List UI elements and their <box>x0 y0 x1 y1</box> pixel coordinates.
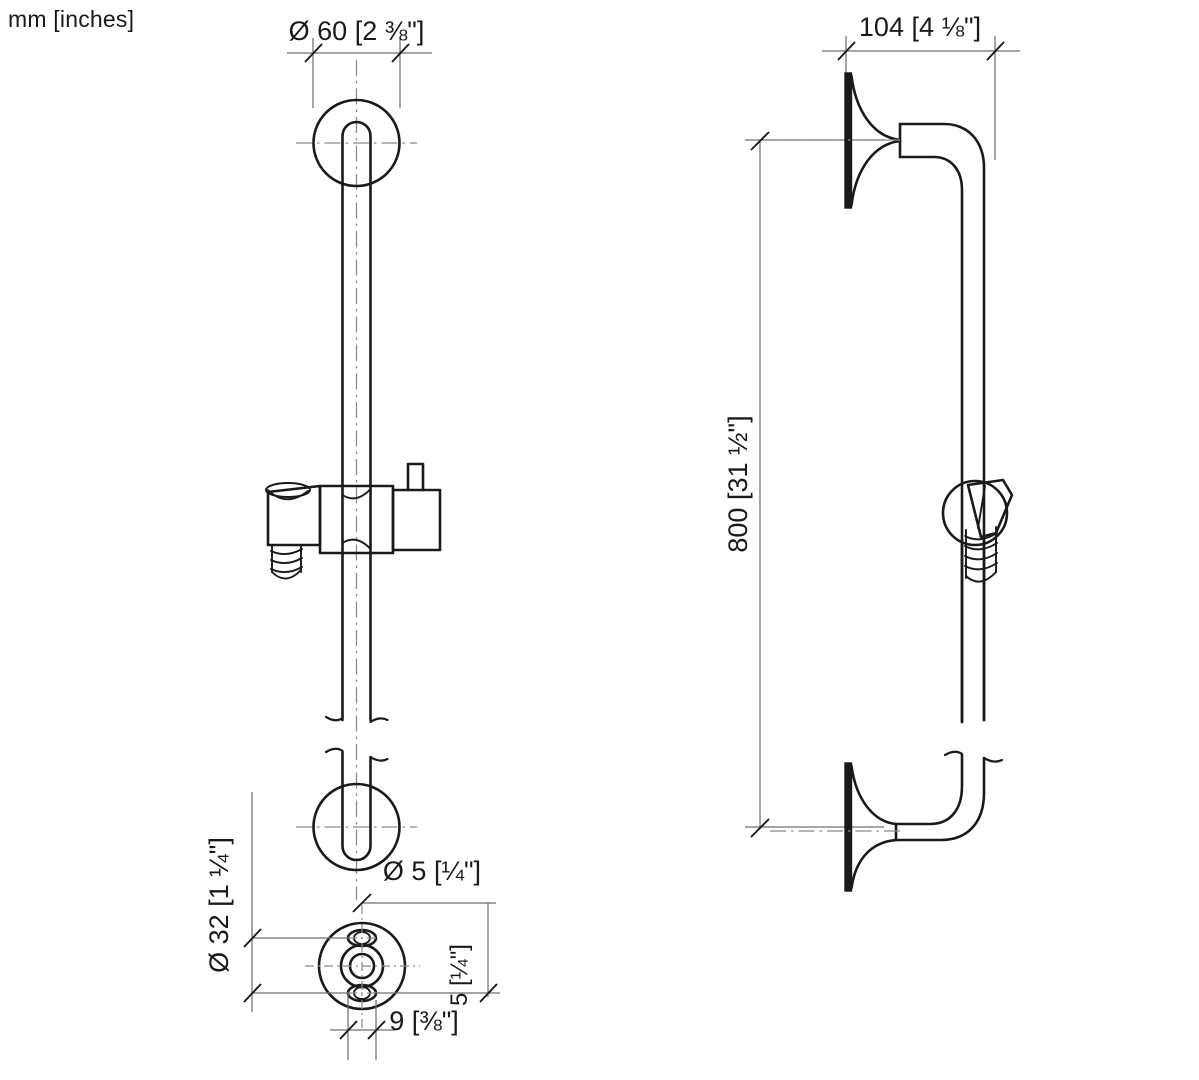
dimension-bar-length: 800 [31 ½"] <box>723 131 884 838</box>
top-escutcheon-circle <box>312 98 401 188</box>
slide-bar-upper <box>341 120 372 722</box>
side-break-right <box>982 756 1004 763</box>
dimension-label-escutcheon-diameter: Ø 60 [2 ⅜"] <box>289 16 425 46</box>
dimension-screw-hole-diameter: Ø 5 [¼"] <box>352 856 496 913</box>
unit-note-label: mm [inches] <box>8 6 135 32</box>
dimension-escutcheon-diameter: Ø 60 [2 ⅜"] <box>287 16 432 108</box>
holder-notch-bottom <box>341 538 372 550</box>
bottom-flange-upper-curve <box>850 764 898 826</box>
holder-cradle-barrel <box>266 484 322 547</box>
hand-shower-holder-side <box>941 478 1014 583</box>
holder-cradle-inner-lip <box>267 489 309 501</box>
dimension-hole-offset: 5 [¼"] <box>376 903 500 1006</box>
break-line-lower-left <box>324 747 344 754</box>
slide-bar-lower <box>341 750 372 862</box>
dimension-label-plate-diameter: Ø 32 [1 ¼"] <box>204 837 234 973</box>
bottom-flange-lower-curve <box>850 838 898 890</box>
top-elbow-outer <box>898 122 986 722</box>
holder-lever-stem <box>406 462 425 492</box>
break-line-upper-left <box>324 715 344 722</box>
holder-side-arm <box>966 478 1014 539</box>
holder-hose-nipple <box>270 544 303 580</box>
front-elevation-view: Ø 60 [2 ⅜"] <box>265 16 442 900</box>
bottom-wall-face <box>844 762 853 892</box>
mounting-plate-detail-view: Ø 32 [1 ¼"] Ø 5 [¼"] 5 [¼"] <box>204 792 500 1060</box>
dimension-plate-diameter: Ø 32 [1 ¼"] <box>204 792 348 1012</box>
break-line-lower-right <box>369 755 389 762</box>
side-elevation-view: 104 [4 ⅛"] 800 [31 ½"] <box>723 12 1020 892</box>
top-flange-upper-curve <box>850 74 902 143</box>
dimension-label-side-projection: 104 [4 ⅛"] <box>859 12 981 42</box>
side-break-left <box>943 750 964 757</box>
dimension-hole-spacing: 9 [⅜"] <box>330 993 459 1060</box>
holder-right-block <box>391 488 442 552</box>
dimension-label-bar-length: 800 [31 ½"] <box>723 415 753 552</box>
top-elbow-inner <box>898 155 964 724</box>
dimension-label-hole-spacing: 9 [⅜"] <box>389 1006 459 1036</box>
dimension-side-projection: 104 [4 ⅛"] <box>822 12 1020 160</box>
dimension-label-screw-hole-diameter: Ø 5 [¼"] <box>383 856 481 886</box>
bottom-elbow-outer <box>894 756 986 842</box>
bottom-escutcheon-circle <box>312 782 401 872</box>
holder-side-hose-nipple <box>964 526 998 583</box>
top-flange-lower-curve <box>850 139 902 207</box>
dimension-label-hole-offset: 5 [¼"] <box>446 944 473 1006</box>
break-line-upper-right <box>369 717 389 724</box>
holder-side-arm-crease <box>977 485 986 529</box>
holder-side-disc <box>941 479 1009 547</box>
holder-cradle-opening <box>265 482 311 498</box>
bottom-elbow-inner <box>894 753 964 826</box>
hand-shower-holder-front <box>265 462 442 580</box>
holder-notch-top <box>341 488 372 500</box>
